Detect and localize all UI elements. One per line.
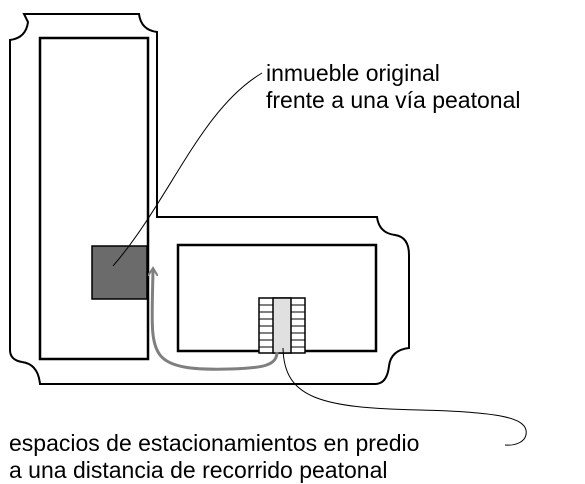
parking-spaces-label: espacios de estacionamientos en predio a… (9, 430, 419, 484)
parking-spaces-label-line2: a una distancia de recorrido peatonal (9, 457, 388, 483)
original-building-label: inmueble original frente a una vía peato… (266, 60, 520, 114)
original-building-label-line1: inmueble original (266, 60, 440, 86)
parking-spaces-label-line1: espacios de estacionamientos en predio (9, 430, 420, 456)
block-left (38, 36, 150, 361)
original-building-label-line2: frente a una vía peatonal (266, 87, 521, 113)
parking-leader-line (282, 347, 527, 446)
street-outline (9, 13, 410, 385)
parking-spaces (258, 297, 306, 354)
original-building (91, 245, 148, 300)
walking-route-arrow (152, 270, 279, 371)
building-leader-line (112, 72, 263, 267)
